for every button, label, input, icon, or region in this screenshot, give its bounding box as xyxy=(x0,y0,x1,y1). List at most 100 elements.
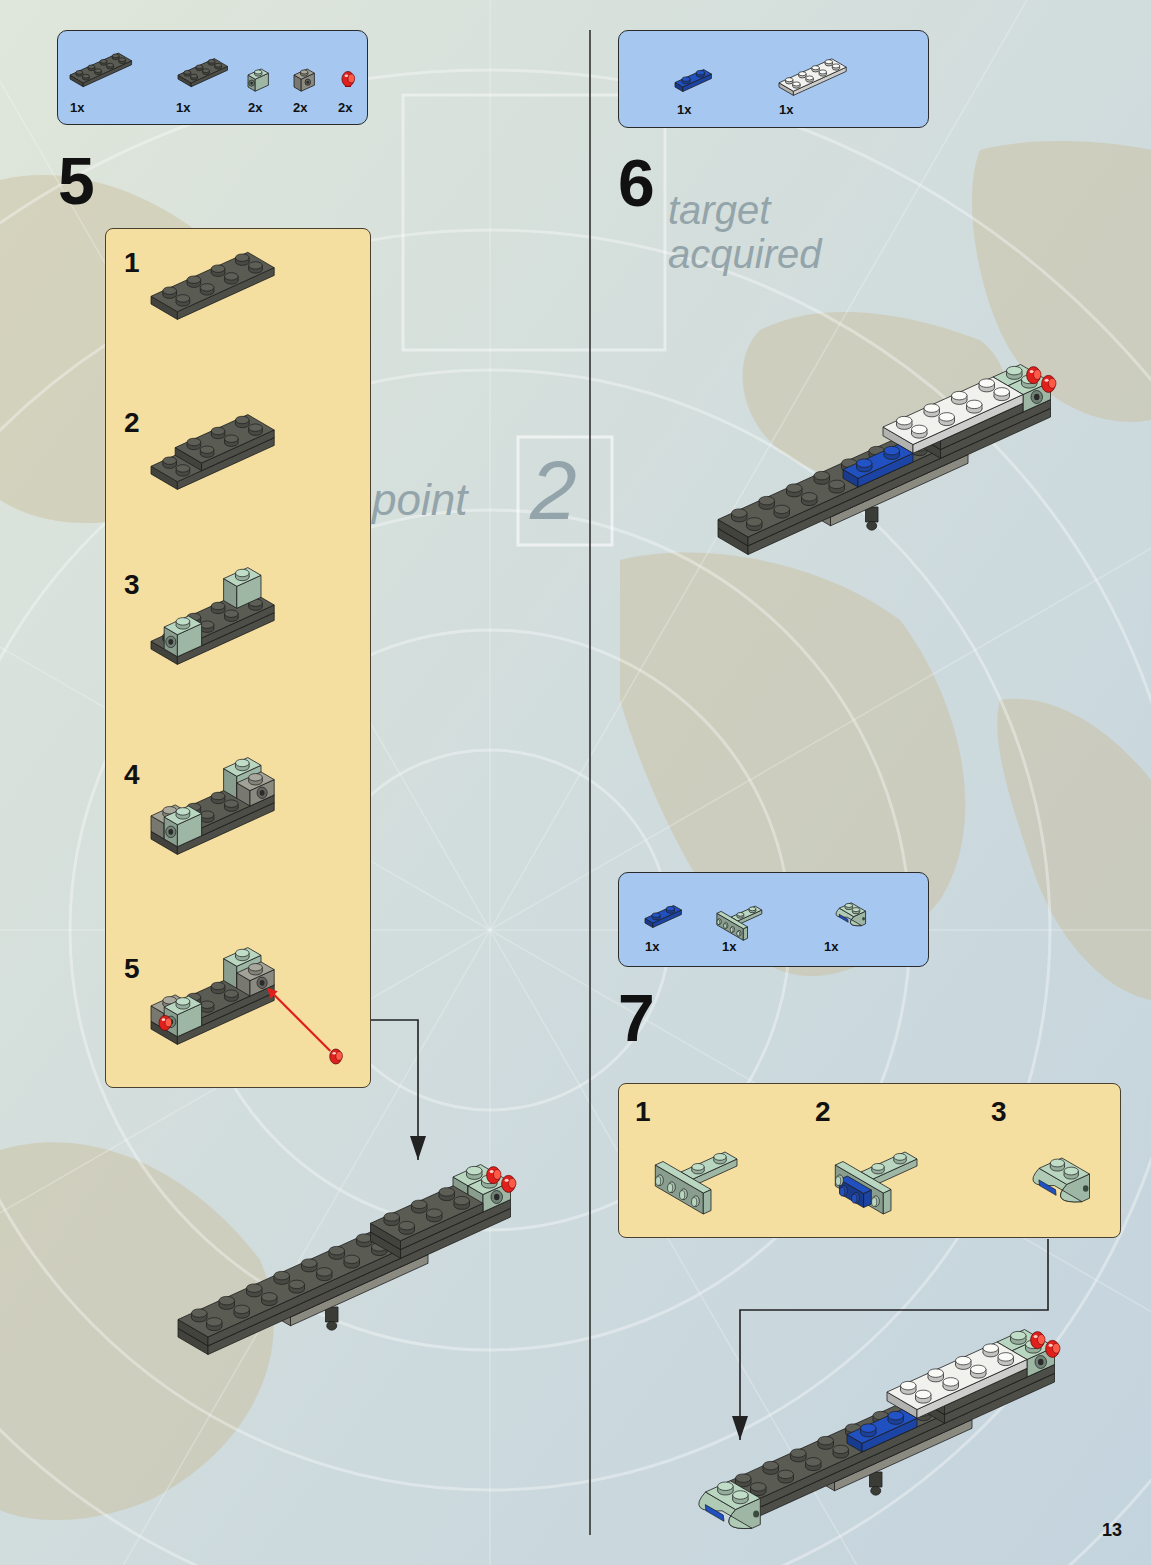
stud-top xyxy=(983,1344,999,1353)
brick-top xyxy=(675,70,711,88)
stud-top xyxy=(200,1001,214,1008)
stud-top xyxy=(112,54,119,58)
stud-top xyxy=(928,1369,944,1378)
red-cone xyxy=(487,1167,501,1184)
stud-top xyxy=(818,1436,834,1445)
map-land xyxy=(972,141,1151,422)
stud-top xyxy=(247,1284,263,1293)
slope-top xyxy=(1039,1158,1089,1184)
stud-top xyxy=(235,949,249,956)
stud-top xyxy=(384,1213,400,1222)
brick-front xyxy=(883,1190,891,1215)
model-step-6 xyxy=(718,365,1056,555)
pin-hole-inner xyxy=(250,82,253,85)
substep-number: 5 xyxy=(124,955,140,983)
pin-hole xyxy=(249,80,255,86)
brick-top xyxy=(294,69,314,79)
brick-top xyxy=(151,252,274,311)
stud-top xyxy=(682,77,690,81)
pin-hole xyxy=(1083,1185,1089,1191)
stud-top xyxy=(872,1164,884,1171)
watermark: target acquired xyxy=(668,188,838,276)
pin-hole-inner xyxy=(260,980,265,986)
stud-top xyxy=(787,484,803,493)
stud-top xyxy=(852,908,859,912)
stud-top xyxy=(200,811,214,818)
side-stud xyxy=(872,1196,879,1207)
stud-top xyxy=(971,1365,987,1374)
side-stud xyxy=(656,1175,663,1186)
stud-top xyxy=(1007,366,1023,375)
stud-top xyxy=(203,69,210,73)
pin-hole-inner xyxy=(306,81,309,84)
brick-top xyxy=(681,1152,737,1179)
substep-number: 1 xyxy=(635,1098,651,1126)
brick-top xyxy=(779,59,846,91)
blue-tile xyxy=(1039,1180,1056,1195)
stud-top xyxy=(211,427,225,434)
stud-top xyxy=(894,1154,906,1161)
brick-front xyxy=(191,66,227,86)
stud-top xyxy=(274,1271,290,1280)
tow-ball xyxy=(327,1321,337,1330)
stud-top xyxy=(235,759,249,766)
stud-top xyxy=(806,1458,822,1467)
brick-top xyxy=(175,415,274,463)
substep-figure xyxy=(151,568,274,665)
parts-callout: 1x1x2x2x2x xyxy=(57,30,368,125)
stud-top xyxy=(454,1196,470,1205)
side-stud-face xyxy=(680,1191,685,1200)
brick-top xyxy=(164,996,201,1015)
substep-number: 4 xyxy=(124,761,140,789)
watermark-frame xyxy=(518,437,612,545)
side-stud-face xyxy=(668,1184,673,1193)
stud-top xyxy=(176,808,190,815)
substep-number: 1 xyxy=(124,249,140,277)
map-land xyxy=(997,699,1151,1000)
part-quantity: 1x xyxy=(722,940,736,953)
side-stud-face xyxy=(840,1187,845,1196)
stud-top xyxy=(912,425,928,434)
red-cone-tip xyxy=(1053,1343,1061,1353)
red-cone-shine xyxy=(332,1052,336,1055)
side-stud xyxy=(852,1192,859,1203)
radar-spoke xyxy=(490,0,1040,930)
side-stud xyxy=(731,926,735,932)
stud-top xyxy=(249,262,263,269)
red-cone xyxy=(330,1049,342,1064)
watermark: point xyxy=(372,478,467,522)
substep-number: 2 xyxy=(815,1098,831,1126)
stud-top xyxy=(235,416,249,423)
stud-top xyxy=(224,273,238,280)
stud-top xyxy=(88,65,95,69)
stud-top xyxy=(778,1470,794,1479)
side-stud xyxy=(724,923,728,929)
stud-top xyxy=(235,569,249,576)
stud-top xyxy=(916,1390,932,1399)
brick-top xyxy=(70,53,132,83)
pin-hole xyxy=(1031,391,1043,404)
stud-top xyxy=(200,621,214,628)
part-quantity: 1x xyxy=(779,103,793,116)
substep-figure xyxy=(151,758,274,855)
pin-hole xyxy=(753,1510,759,1517)
side-stud xyxy=(668,1182,675,1193)
red-cone xyxy=(159,1015,171,1030)
stud-top xyxy=(833,1445,849,1454)
stud-top xyxy=(884,446,900,455)
brick-top xyxy=(843,445,913,479)
stud-top xyxy=(187,438,201,445)
stud-top xyxy=(1064,1167,1078,1175)
brick-top xyxy=(224,568,261,587)
stud-top xyxy=(749,907,756,911)
side-stud-face xyxy=(836,1177,841,1186)
red-cone xyxy=(1042,375,1056,392)
stud-top xyxy=(652,913,660,917)
stud-top xyxy=(163,457,177,464)
substep-figure xyxy=(151,252,274,319)
brick-top xyxy=(178,59,228,83)
red-cone-shine xyxy=(1030,370,1034,373)
stud-top xyxy=(845,903,852,907)
brick-top xyxy=(722,1356,1055,1511)
stud-top xyxy=(317,1268,333,1277)
